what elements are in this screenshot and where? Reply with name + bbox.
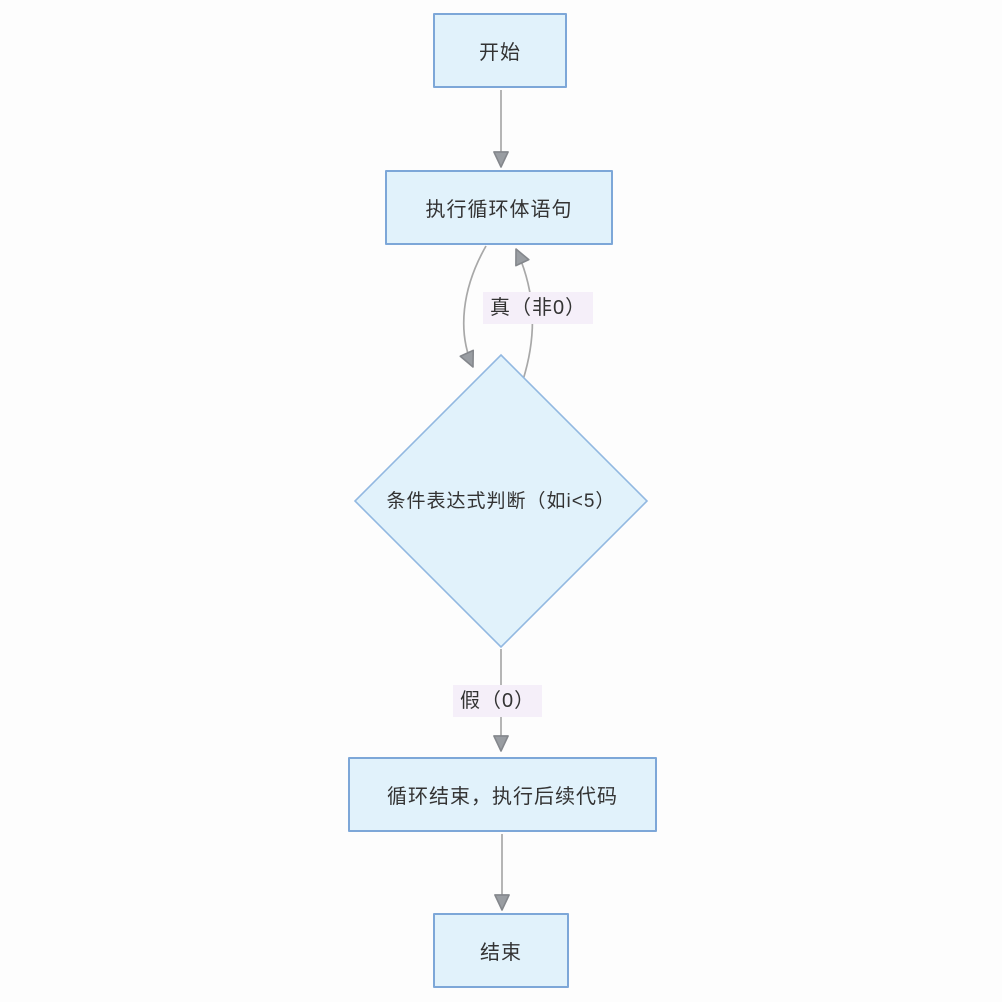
node-condition-label: 条件表达式判断（如i<5） — [386, 491, 616, 512]
edge-label-false: 假（0） — [453, 685, 543, 717]
node-end: 结束 — [433, 913, 569, 988]
node-condition-shape — [353, 353, 649, 649]
node-after-loop: 循环结束，执行后续代码 — [348, 757, 657, 832]
node-loop-body-label: 执行循环体语句 — [425, 199, 573, 221]
node-after-loop-label: 循环结束，执行后续代码 — [387, 786, 618, 808]
node-start-label: 开始 — [479, 42, 521, 64]
edge-label-true: 真（非0） — [483, 292, 594, 324]
node-start: 开始 — [433, 13, 567, 88]
node-loop-body: 执行循环体语句 — [385, 170, 613, 245]
node-end-label: 结束 — [480, 942, 522, 964]
edge-loop-body-to-condition — [459, 245, 487, 368]
